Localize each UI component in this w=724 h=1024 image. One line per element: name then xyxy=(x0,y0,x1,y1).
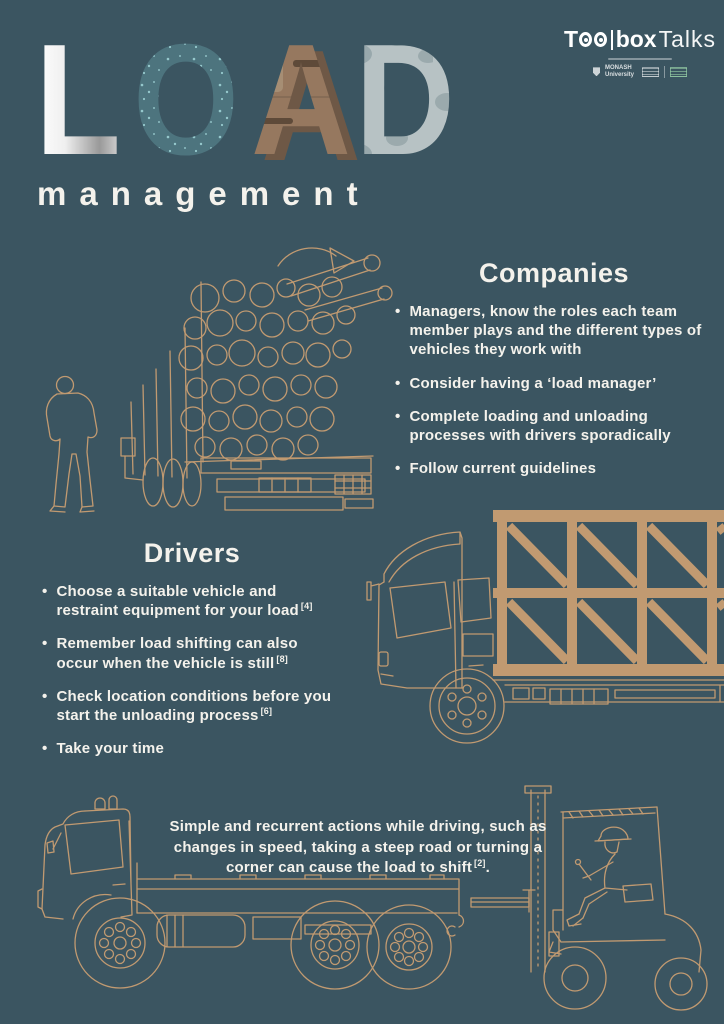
logo-wordmark: T box Talks xyxy=(564,28,716,51)
note-reference: [2] xyxy=(474,858,486,869)
bullet-text: Remember load shifting can also occur wh… xyxy=(56,634,342,672)
drivers-heading: Drivers xyxy=(143,538,241,568)
bullet-text: Take your time xyxy=(56,739,166,758)
bullet-text: Follow current guidelines xyxy=(409,459,598,478)
title-letter-a-shadow: A xyxy=(261,26,361,166)
bullet-item: • Consider having a ‘load manager’ xyxy=(395,374,713,393)
bullet-dot: • xyxy=(42,687,48,705)
monash-logo-text: MONASH University xyxy=(605,65,635,78)
bullet-dot: • xyxy=(395,374,401,392)
bullet-text: Consider having a ‘load manager’ xyxy=(409,374,658,393)
bullet-dot: • xyxy=(395,303,401,320)
bullet-reference: [6] xyxy=(260,705,273,716)
forklift-operator xyxy=(566,826,632,927)
logo-divider-bar xyxy=(611,29,613,50)
bullet-item: • Managers, know the roles each team mem… xyxy=(395,302,713,360)
bullet-item: • Choose a suitable vehicle and restrain… xyxy=(42,582,342,620)
bullet-text: Choose a suitable vehicle and restraint … xyxy=(56,582,342,620)
crate-braces xyxy=(505,522,724,665)
bullet-text-body: Remember load shifting can also occur wh… xyxy=(56,635,298,672)
flatbed-bed xyxy=(136,862,465,948)
title-letter-l: L xyxy=(35,26,121,166)
bullet-dot: • xyxy=(395,407,401,425)
bullet-item: • Complete loading and unloading process… xyxy=(395,407,713,445)
bullet-item: • Follow current guidelines xyxy=(395,459,713,478)
logo-text-talks: Talks xyxy=(658,26,716,52)
bullet-dot: • xyxy=(42,740,48,758)
companies-section: Companies • Managers, know the roles eac… xyxy=(395,258,713,492)
bullet-text-body: Consider having a ‘load manager’ xyxy=(409,374,657,392)
partner-logos: MONASH University xyxy=(564,65,716,79)
box-truck-illustration xyxy=(366,510,724,744)
gear-o-icon xyxy=(594,32,608,47)
flatbed-truck-illustration xyxy=(37,795,465,990)
driving-note: Simple and recurrent actions while drivi… xyxy=(160,817,556,879)
gear-o-icon xyxy=(579,32,593,47)
bullet-text-body: Check location conditions before you sta… xyxy=(56,687,332,724)
bullet-item: • Check location conditions before you s… xyxy=(42,687,342,725)
partner-logo-icon xyxy=(670,66,687,77)
bullet-dot: • xyxy=(42,635,48,653)
partner-logo-icon xyxy=(642,66,659,77)
bullet-dot: • xyxy=(395,460,401,478)
partner-divider xyxy=(664,65,665,78)
bullet-text: Complete loading and unloading processes… xyxy=(409,407,713,445)
fine-print-placeholder xyxy=(608,58,672,60)
trailer-stakes xyxy=(130,281,374,479)
forklift-forks xyxy=(470,889,536,913)
worker-figure xyxy=(45,375,98,513)
companies-bullet-list: • Managers, know the roles each team mem… xyxy=(395,302,713,478)
monash-shield-icon xyxy=(593,67,600,77)
bullet-text: Managers, know the roles each team membe… xyxy=(409,302,713,360)
bullet-text-body: Choose a suitable vehicle and restraint … xyxy=(56,583,299,620)
cargo-crate xyxy=(493,510,724,676)
bullet-text-body: Managers, know the roles each team membe… xyxy=(409,303,702,359)
title-letter-d: D xyxy=(355,26,455,166)
note-period: . xyxy=(485,859,490,877)
bullet-text-body: Follow current guidelines xyxy=(409,460,597,478)
title-letter-a: A xyxy=(251,26,351,166)
forklift-wheels xyxy=(543,946,708,1011)
forklift-body xyxy=(548,806,702,973)
exhaust-caps xyxy=(94,795,118,810)
load-title-wordmark: L O A A D xyxy=(35,12,455,194)
flatbed-wheels xyxy=(74,897,452,990)
bullet-reference: [4] xyxy=(300,601,313,612)
truck-cab-and-chassis xyxy=(366,531,724,744)
log-stack xyxy=(178,254,393,461)
drivers-section: Drivers • Choose a suitable vehicle and … xyxy=(42,538,342,772)
bullet-text-body: Take your time xyxy=(56,740,165,758)
logging-truck-illustration xyxy=(45,247,393,513)
title-letter-o: O xyxy=(133,26,239,166)
falling-logs-arrow-icon xyxy=(277,247,355,274)
toolbox-talks-logo: T box Talks MONASH University xyxy=(564,28,716,79)
poster-title: L O A A D management xyxy=(33,12,463,213)
flatbed-cab xyxy=(37,808,133,920)
logo-letter-t: T xyxy=(564,26,579,52)
bullet-item: • Take your time xyxy=(42,739,342,758)
companies-heading: Companies xyxy=(478,258,630,288)
bullet-text-body: Complete loading and unloading processes… xyxy=(409,407,671,444)
bullet-reference: [8] xyxy=(276,653,288,664)
title-subtitle: management xyxy=(37,175,371,212)
bullet-item: • Remember load shifting can also occur … xyxy=(42,634,342,672)
forklift-illustration xyxy=(470,785,708,1011)
drivers-bullet-list: • Choose a suitable vehicle and restrain… xyxy=(42,582,342,758)
logo-text-box: box xyxy=(615,26,657,52)
note-text: Simple and recurrent actions while drivi… xyxy=(169,818,547,877)
bullet-text: Check location conditions before you sta… xyxy=(56,687,342,725)
bullet-dot: • xyxy=(42,583,48,600)
trailer-body xyxy=(120,437,374,511)
